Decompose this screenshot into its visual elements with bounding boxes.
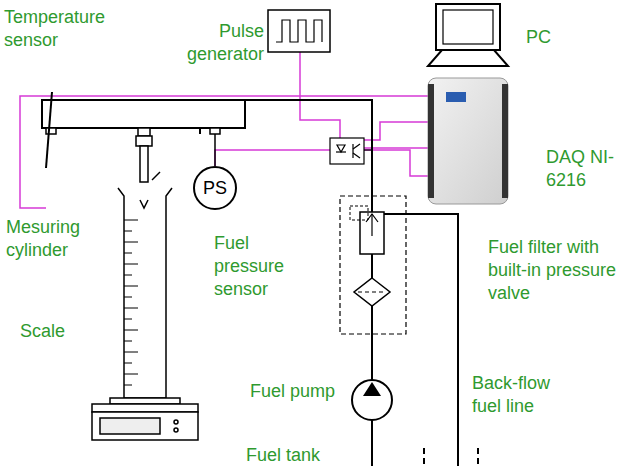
part-label: Fuel pressure sensor [214,232,298,301]
fuel-rail [42,100,245,128]
pc-icon [428,4,508,66]
part-label: Fuel pump [250,380,350,403]
part-label: Mesuring cylinder [6,216,102,262]
part-label: Temperature sensor [4,6,126,52]
measuring-cylinder [92,188,198,440]
node-text: PS [203,178,227,199]
part-label: Back-flow fuel line [472,372,582,418]
part-label: PC [526,26,566,49]
fuel-filter [354,278,390,306]
part-label: Scale [20,320,80,343]
filter-group-outline [340,196,406,334]
fuel-tank-wall [424,448,478,466]
fuel-lines [200,100,458,466]
fuel-pump-symbol [352,380,392,420]
temperature-probe [46,92,52,168]
signal-wires [20,52,428,208]
pressure-valve [360,212,384,254]
daq-device [428,78,508,204]
part-label: DAQ NI-6216 [546,146,630,192]
injector [136,136,160,208]
part-label: Fuel tank [246,444,346,466]
part-label: Pulse generator [172,20,264,66]
part-label: Fuel filter with built-in pressure valve [488,236,628,305]
pulse-generator-box [268,10,330,52]
sensor-circle: PS [193,166,237,210]
optocoupler [330,138,364,164]
